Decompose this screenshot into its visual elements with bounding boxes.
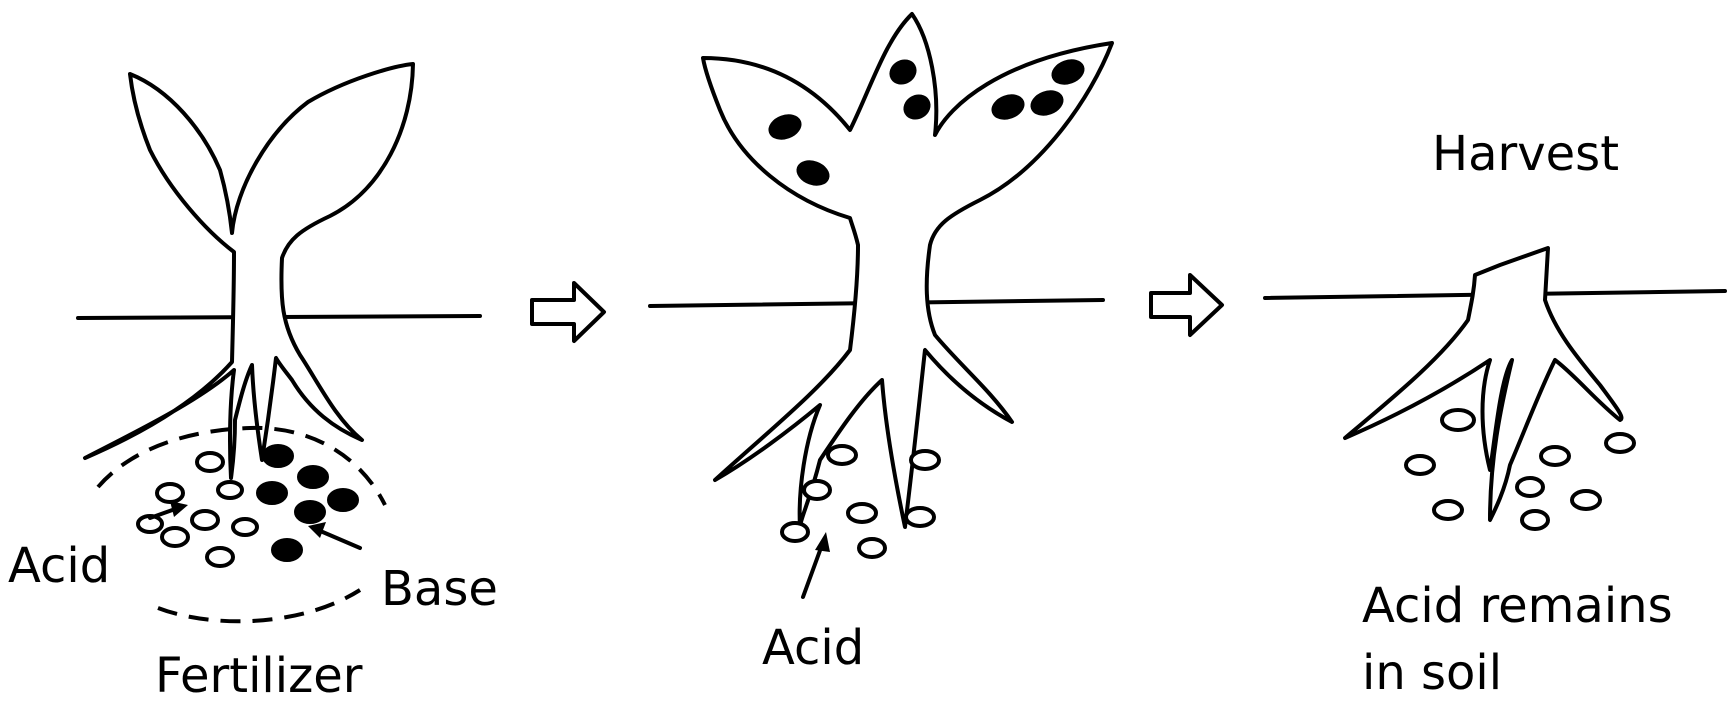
acid-remains-caption-line1: Acid remains — [1362, 580, 1673, 633]
harvested-stump — [1345, 248, 1621, 520]
harvest-title: Harvest — [1432, 128, 1619, 181]
acid-particle — [906, 508, 934, 526]
base-particle — [263, 445, 293, 467]
acid-pointer-arrow — [803, 545, 822, 597]
acid-particle — [192, 511, 218, 529]
stage-2-panel — [650, 14, 1112, 597]
base-particle — [272, 539, 302, 561]
acid-particle — [207, 548, 233, 566]
stage-3-panel — [1265, 248, 1725, 529]
acid-particle — [218, 482, 242, 498]
acid-label-stage-2: Acid — [762, 622, 864, 675]
fertilizer-dashed-boundary-bottom — [158, 590, 360, 621]
acid-particle — [197, 453, 223, 471]
acid-particle — [804, 481, 830, 499]
acid-pointer-arrowhead — [170, 501, 188, 517]
acid-particle — [1434, 501, 1462, 519]
acid-particle — [1541, 447, 1569, 465]
base-pointer-arrowhead — [308, 522, 326, 538]
acid-particle — [1406, 456, 1434, 474]
base-particle — [298, 466, 328, 488]
base-particle — [328, 489, 358, 511]
acid-particle — [1572, 491, 1600, 509]
seedling-plant — [85, 64, 413, 478]
base-particle — [295, 501, 325, 523]
base-label-stage-1: Base — [381, 563, 498, 616]
acid-particles-stage-1 — [138, 453, 257, 566]
acid-particle — [162, 528, 188, 546]
base-particles-stage-1 — [257, 445, 358, 561]
acid-particle — [848, 504, 876, 522]
acid-particle — [157, 484, 183, 502]
base-pointer-arrow — [318, 530, 360, 548]
acid-particle — [782, 523, 808, 541]
acid-pointer-arrowhead — [815, 532, 830, 552]
acid-particle — [859, 539, 885, 557]
acid-remains-caption-line2: in soil — [1362, 647, 1502, 700]
fertilizer-caption: Fertilizer — [155, 650, 363, 703]
acid-particle — [911, 451, 939, 469]
acid-particle — [828, 446, 856, 464]
stage-1-panel — [78, 64, 480, 621]
acid-particle — [1442, 410, 1474, 430]
right-arrow-icon — [532, 283, 604, 341]
base-particle — [257, 482, 287, 504]
acid-particle — [1522, 511, 1548, 529]
acid-particle — [1606, 434, 1634, 452]
right-arrow-icon — [1151, 275, 1222, 335]
acid-particle — [1517, 478, 1543, 496]
acid-label-stage-1: Acid — [8, 540, 110, 593]
acid-particle — [233, 519, 257, 535]
